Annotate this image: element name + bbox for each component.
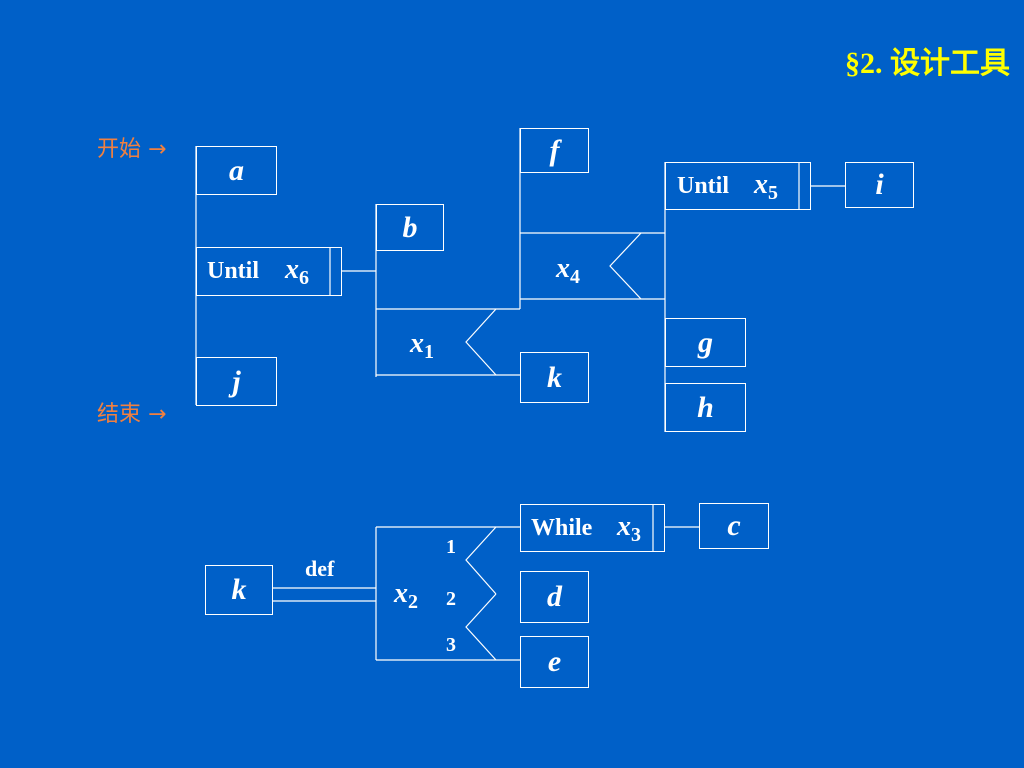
- case-number-3: 3: [446, 634, 456, 656]
- condition-x2: x2: [394, 578, 418, 613]
- condition-x4: x4: [556, 253, 580, 288]
- end-label: 结束 →: [97, 396, 166, 428]
- arrow-right-icon: →: [148, 137, 167, 162]
- start-text: 开始: [97, 137, 142, 162]
- box-h: h: [665, 383, 746, 432]
- until-keyword: Until: [207, 258, 260, 284]
- condition-x1: x1: [410, 328, 434, 363]
- loop-until-x5: [665, 162, 811, 210]
- while-keyword: While: [531, 515, 593, 541]
- box-d: d: [520, 571, 589, 623]
- box-k-def: k: [205, 565, 273, 615]
- case-number-1: 1: [446, 536, 456, 558]
- def-label: def: [305, 556, 335, 581]
- box-j: j: [196, 357, 277, 406]
- box-c: c: [699, 503, 769, 549]
- case-number-2: 2: [446, 588, 456, 610]
- start-label: 开始 →: [97, 131, 166, 163]
- box-f: f: [520, 128, 589, 173]
- box-g: g: [665, 318, 746, 367]
- loop-until-x6: [196, 247, 342, 296]
- box-i: i: [845, 162, 914, 208]
- arrow-right-icon: →: [148, 402, 167, 427]
- loop-while-x3: [520, 504, 665, 552]
- loop-var-x6: x6: [285, 254, 309, 289]
- end-text: 结束: [97, 402, 142, 427]
- box-b: b: [376, 204, 444, 251]
- until-keyword: Until: [677, 173, 730, 199]
- loop-var-x3: x3: [617, 511, 641, 546]
- slide-title: §2. 设计工具: [845, 47, 1010, 80]
- box-a: a: [196, 146, 277, 195]
- box-e: e: [520, 636, 589, 688]
- loop-var-x5: x5: [754, 169, 778, 204]
- box-k: k: [520, 352, 589, 403]
